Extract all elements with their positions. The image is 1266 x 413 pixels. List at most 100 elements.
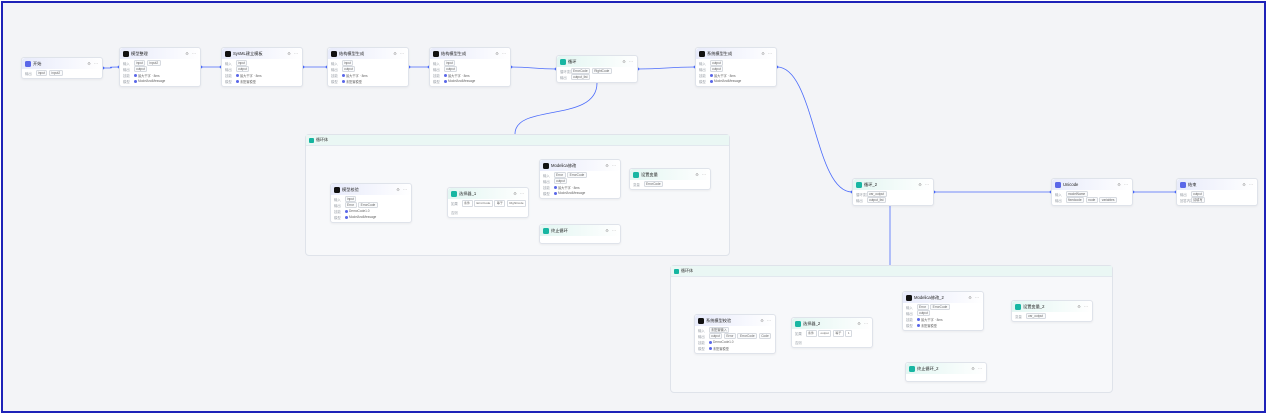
node-header[interactable]: 选择器_2⚙ ⋯ <box>792 318 872 329</box>
skill-icon <box>133 73 137 77</box>
wire-loop-n5[interactable] <box>637 66 696 70</box>
node-header[interactable]: Modelica修改_2 ⚙ ⋯ <box>903 292 983 303</box>
node-header[interactable]: 结构模型生成⚙ ⋯ <box>430 48 510 59</box>
node-header[interactable]: 循环_2⚙ ⋯ <box>853 179 933 190</box>
node-header[interactable]: 循环⚙ ⋯ <box>557 56 637 67</box>
node-header[interactable]: 设置变量⚙ ⋯ <box>630 169 710 180</box>
variable-tag: ErrorCode <box>567 171 587 179</box>
node-stop2[interactable]: 终止循环_2⚙ ⋯ <box>905 362 987 382</box>
wire-start-n1[interactable] <box>102 66 120 69</box>
node-menu-icon[interactable]: ⚙ ⋯ <box>393 51 405 56</box>
row-value: 最大千字 · 8ms <box>138 73 160 78</box>
node-menu-icon[interactable]: ⚙ ⋯ <box>918 182 930 187</box>
node-title: 系统模型生成 <box>707 50 733 56</box>
node-header[interactable]: 终止循环⚙ ⋯ <box>540 225 620 236</box>
node-menu-icon[interactable]: ⚙ ⋯ <box>857 321 869 326</box>
condition-field[interactable]: output <box>818 329 832 337</box>
node-menu-icon[interactable]: ⚙ ⋯ <box>605 228 617 233</box>
variable-tag: RightCode <box>591 67 612 75</box>
node-header[interactable]: 模型校验⚙ ⋯ <box>331 184 411 195</box>
logic-icon <box>543 227 549 234</box>
node-header[interactable]: Unicode⚙ ⋯ <box>1052 179 1132 190</box>
condition-field[interactable]: 等于 <box>832 329 844 337</box>
node-header[interactable]: 终止循环_2⚙ ⋯ <box>906 363 986 374</box>
loop-icon <box>674 268 679 274</box>
row-label: 输出 <box>334 203 341 208</box>
row-label: 如果 <box>451 201 458 206</box>
node-menu-icon[interactable]: ⚙ ⋯ <box>622 59 634 64</box>
node-menu-icon[interactable]: ⚙ ⋯ <box>761 51 773 56</box>
node-menu-icon[interactable]: ⚙ ⋯ <box>495 51 507 56</box>
node-menu-icon[interactable]: ⚙ ⋯ <box>185 51 197 56</box>
node-header[interactable]: 设置变量_2 ⚙ ⋯ <box>1012 301 1092 312</box>
condition-field[interactable]: 1 <box>845 329 853 337</box>
node-header[interactable]: 开始⚙ ⋯ <box>22 58 102 69</box>
node-menu-icon[interactable]: ⚙ ⋯ <box>968 295 980 300</box>
node-header[interactable]: 结束⚙ ⋯ <box>1177 179 1257 190</box>
node-menu-icon[interactable]: ⚙ ⋯ <box>971 366 983 371</box>
row-label: 模型 <box>543 191 550 196</box>
model-icon <box>708 346 712 350</box>
node-row: 回答内容请填写 <box>1180 196 1254 204</box>
row-label: 循环变量 <box>560 69 574 74</box>
node-menu-icon[interactable]: ⚙ ⋯ <box>513 191 525 196</box>
node-menu-icon[interactable]: ⚙ ⋯ <box>695 172 707 177</box>
row-value: 未配置模型 <box>921 323 937 328</box>
node-title: 设置变量_2 <box>1023 303 1045 309</box>
node-header[interactable]: Modelica修改⚙ ⋯ <box>540 160 620 171</box>
variable-tag: output <box>1190 190 1205 198</box>
condition-field[interactable]: 条件 <box>461 199 473 207</box>
node-menu-icon[interactable]: ⚙ ⋯ <box>760 318 772 323</box>
node-header[interactable]: 选择器_1⚙ ⋯ <box>448 188 528 199</box>
node-menu-icon[interactable]: ⚙ ⋯ <box>1242 182 1254 187</box>
node-header[interactable]: 模型整理⚙ ⋯ <box>120 48 200 59</box>
node-title: Modelica修改_2 <box>914 294 944 300</box>
row-value: 未配置模型 <box>346 79 362 84</box>
condition-field[interactable]: 条件 <box>805 329 817 337</box>
node-menu-icon[interactable]: ⚙ ⋯ <box>605 163 617 168</box>
variable-tag: ErrorCode <box>643 180 664 188</box>
node-header[interactable]: 系统模型校验⚙ ⋯ <box>695 315 775 326</box>
node-header[interactable]: SysML建立模板⚙ ⋯ <box>222 48 302 59</box>
condition-field[interactable]: ErrorCode <box>474 199 493 207</box>
wire-n5-loop2[interactable] <box>776 66 853 193</box>
condition-field[interactable]: 等于 <box>494 199 506 207</box>
node-stop1[interactable]: 终止循环⚙ ⋯ <box>539 224 621 244</box>
node-menu-icon[interactable]: ⚙ ⋯ <box>1077 304 1089 309</box>
condition-field[interactable]: RightCode <box>506 199 527 207</box>
wire-n4-loop[interactable] <box>510 66 557 70</box>
node-menu-icon[interactable]: ⚙ ⋯ <box>87 61 99 66</box>
node-menu-icon[interactable]: ⚙ ⋯ <box>1117 182 1129 187</box>
node-menu-icon[interactable]: ⚙ ⋯ <box>287 51 299 56</box>
node-header[interactable]: 结构模型生成⚙ ⋯ <box>328 48 408 59</box>
node-menu-icon[interactable]: ⚙ ⋯ <box>396 187 408 192</box>
wire-loop-body1[interactable] <box>514 82 598 135</box>
variable-tag: modelName <box>1065 190 1088 198</box>
row-label: 如果 <box>795 331 802 336</box>
node-header[interactable]: 系统模型生成 ⚙ ⋯ <box>696 48 776 59</box>
